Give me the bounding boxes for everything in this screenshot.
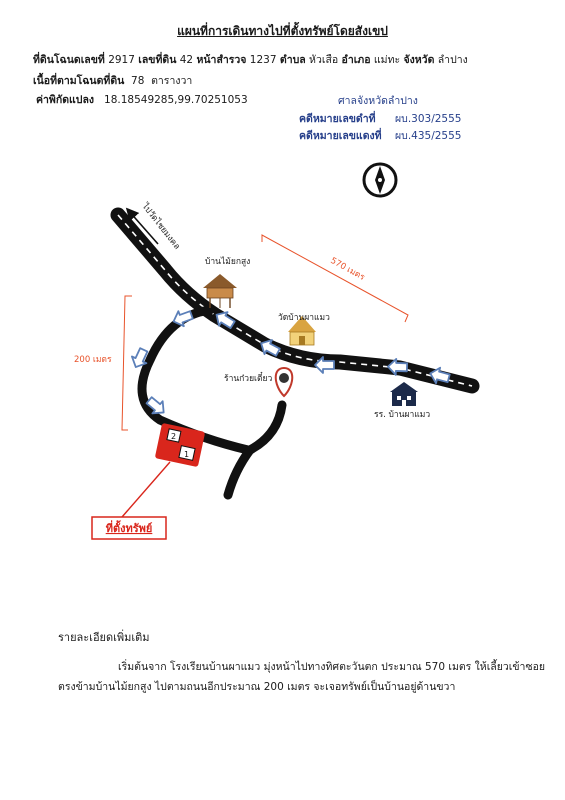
plot-2-label: 2	[171, 432, 176, 441]
shop-label: ร้านก๋วยเตี๋ยว	[224, 372, 272, 384]
distance-570: 570 เมตร	[261, 234, 409, 323]
distance-200-label: 200 เมตร	[74, 355, 112, 365]
black-case-line: คดีหมายเลขดำที่ ผบ.303/2555	[299, 110, 461, 127]
details-line-1: เริ่มต้นจาก โรงเรียนบ้านผาแมว มุ่งหน้าไป…	[118, 661, 546, 673]
court-name: ศาลจังหวัดลำปาง	[338, 95, 418, 107]
black-case-label: คดีหมายเลขดำที่	[299, 113, 376, 125]
deed-no: 2917	[108, 54, 135, 66]
deed-line: ที่ดินโฉนดเลขที่ 2917 เลขที่ดิน 42 หน้าส…	[33, 51, 468, 68]
side-road	[137, 305, 287, 500]
district: แม่ทะ	[373, 54, 401, 66]
house-icon	[203, 274, 237, 308]
distance-200: 200 เมตร	[74, 295, 132, 431]
subdistrict-label: ตำบล	[279, 54, 306, 66]
arrow-icon	[215, 311, 236, 330]
property-label: ที่ตั้งทรัพย์	[106, 520, 153, 535]
coord-line: ค่าพิกัดแปลง 18.18549285,99.70251053	[36, 91, 248, 108]
land-no-label: เลขที่ดิน	[138, 54, 177, 66]
arrow-icon	[172, 310, 194, 328]
temple-icon	[288, 316, 316, 346]
school-icon	[390, 382, 418, 406]
distance-570-label: 570 เมตร	[329, 256, 367, 283]
red-case-label: คดีหมายเลขแดงที่	[299, 130, 382, 142]
arrow-icon	[314, 356, 335, 374]
area-label: เนื้อที่ตามโฉนดที่ดิน	[33, 75, 125, 87]
area-line: เนื้อที่ตามโฉนดที่ดิน 78 ตารางวา	[33, 72, 192, 89]
arrow-icon	[429, 366, 451, 385]
survey-label: หน้าสำรวจ	[196, 54, 247, 66]
property-marker: 2 1	[155, 423, 205, 467]
black-case-no: ผบ.303/2555	[395, 113, 462, 125]
area-value: 78	[131, 75, 145, 87]
deed-label: ที่ดินโฉนดเลขที่	[33, 54, 105, 66]
page-title: แผนที่การเดินทางไปที่ตั้งทรัพย์โดยสังเขป	[177, 24, 388, 38]
property-label-box: ที่ตั้งทรัพย์	[91, 516, 167, 540]
area-unit: ตารางวา	[151, 75, 193, 87]
route-arrows	[131, 310, 451, 415]
compass-icon	[362, 162, 398, 198]
house-label: บ้านไม้ยกสูง	[205, 256, 250, 267]
coord-label: ค่าพิกัดแปลง	[36, 94, 95, 106]
arrow-icon	[145, 396, 165, 415]
coord-value: 18.18549285,99.70251053	[104, 94, 248, 106]
arrow-icon	[260, 339, 281, 357]
province: ลำปาง	[437, 54, 468, 66]
land-no: 42	[179, 54, 194, 66]
school-label: รร. บ้านผาแมว	[374, 409, 430, 420]
arrow-icon	[387, 358, 409, 376]
red-case-line: คดีหมายเลขแดงที่ ผบ.435/2555	[299, 127, 461, 144]
details-line-2: ตรงข้ามบ้านไม้ยกสูง ไปตามถนนอีกประมาณ 20…	[58, 681, 456, 693]
arrow-icon	[131, 347, 149, 368]
district-label: อำเภอ	[341, 54, 371, 66]
survey-no: 1237	[249, 54, 277, 66]
route-map: ไปวัดไชยมงคล 570 เมตร 200 เมตร บ้านไม้ยก…	[74, 162, 480, 540]
province-label: จังหวัด	[403, 54, 435, 66]
temple-label: วัดบ้านผาแมว	[278, 312, 330, 323]
plot-1-label: 1	[184, 450, 189, 459]
subdistrict: หัวเสือ	[309, 54, 339, 66]
red-case-no: ผบ.435/2555	[395, 130, 462, 142]
details-heading: รายละเอียดเพิ่มเติม	[58, 631, 150, 644]
pin-icon	[274, 366, 294, 398]
